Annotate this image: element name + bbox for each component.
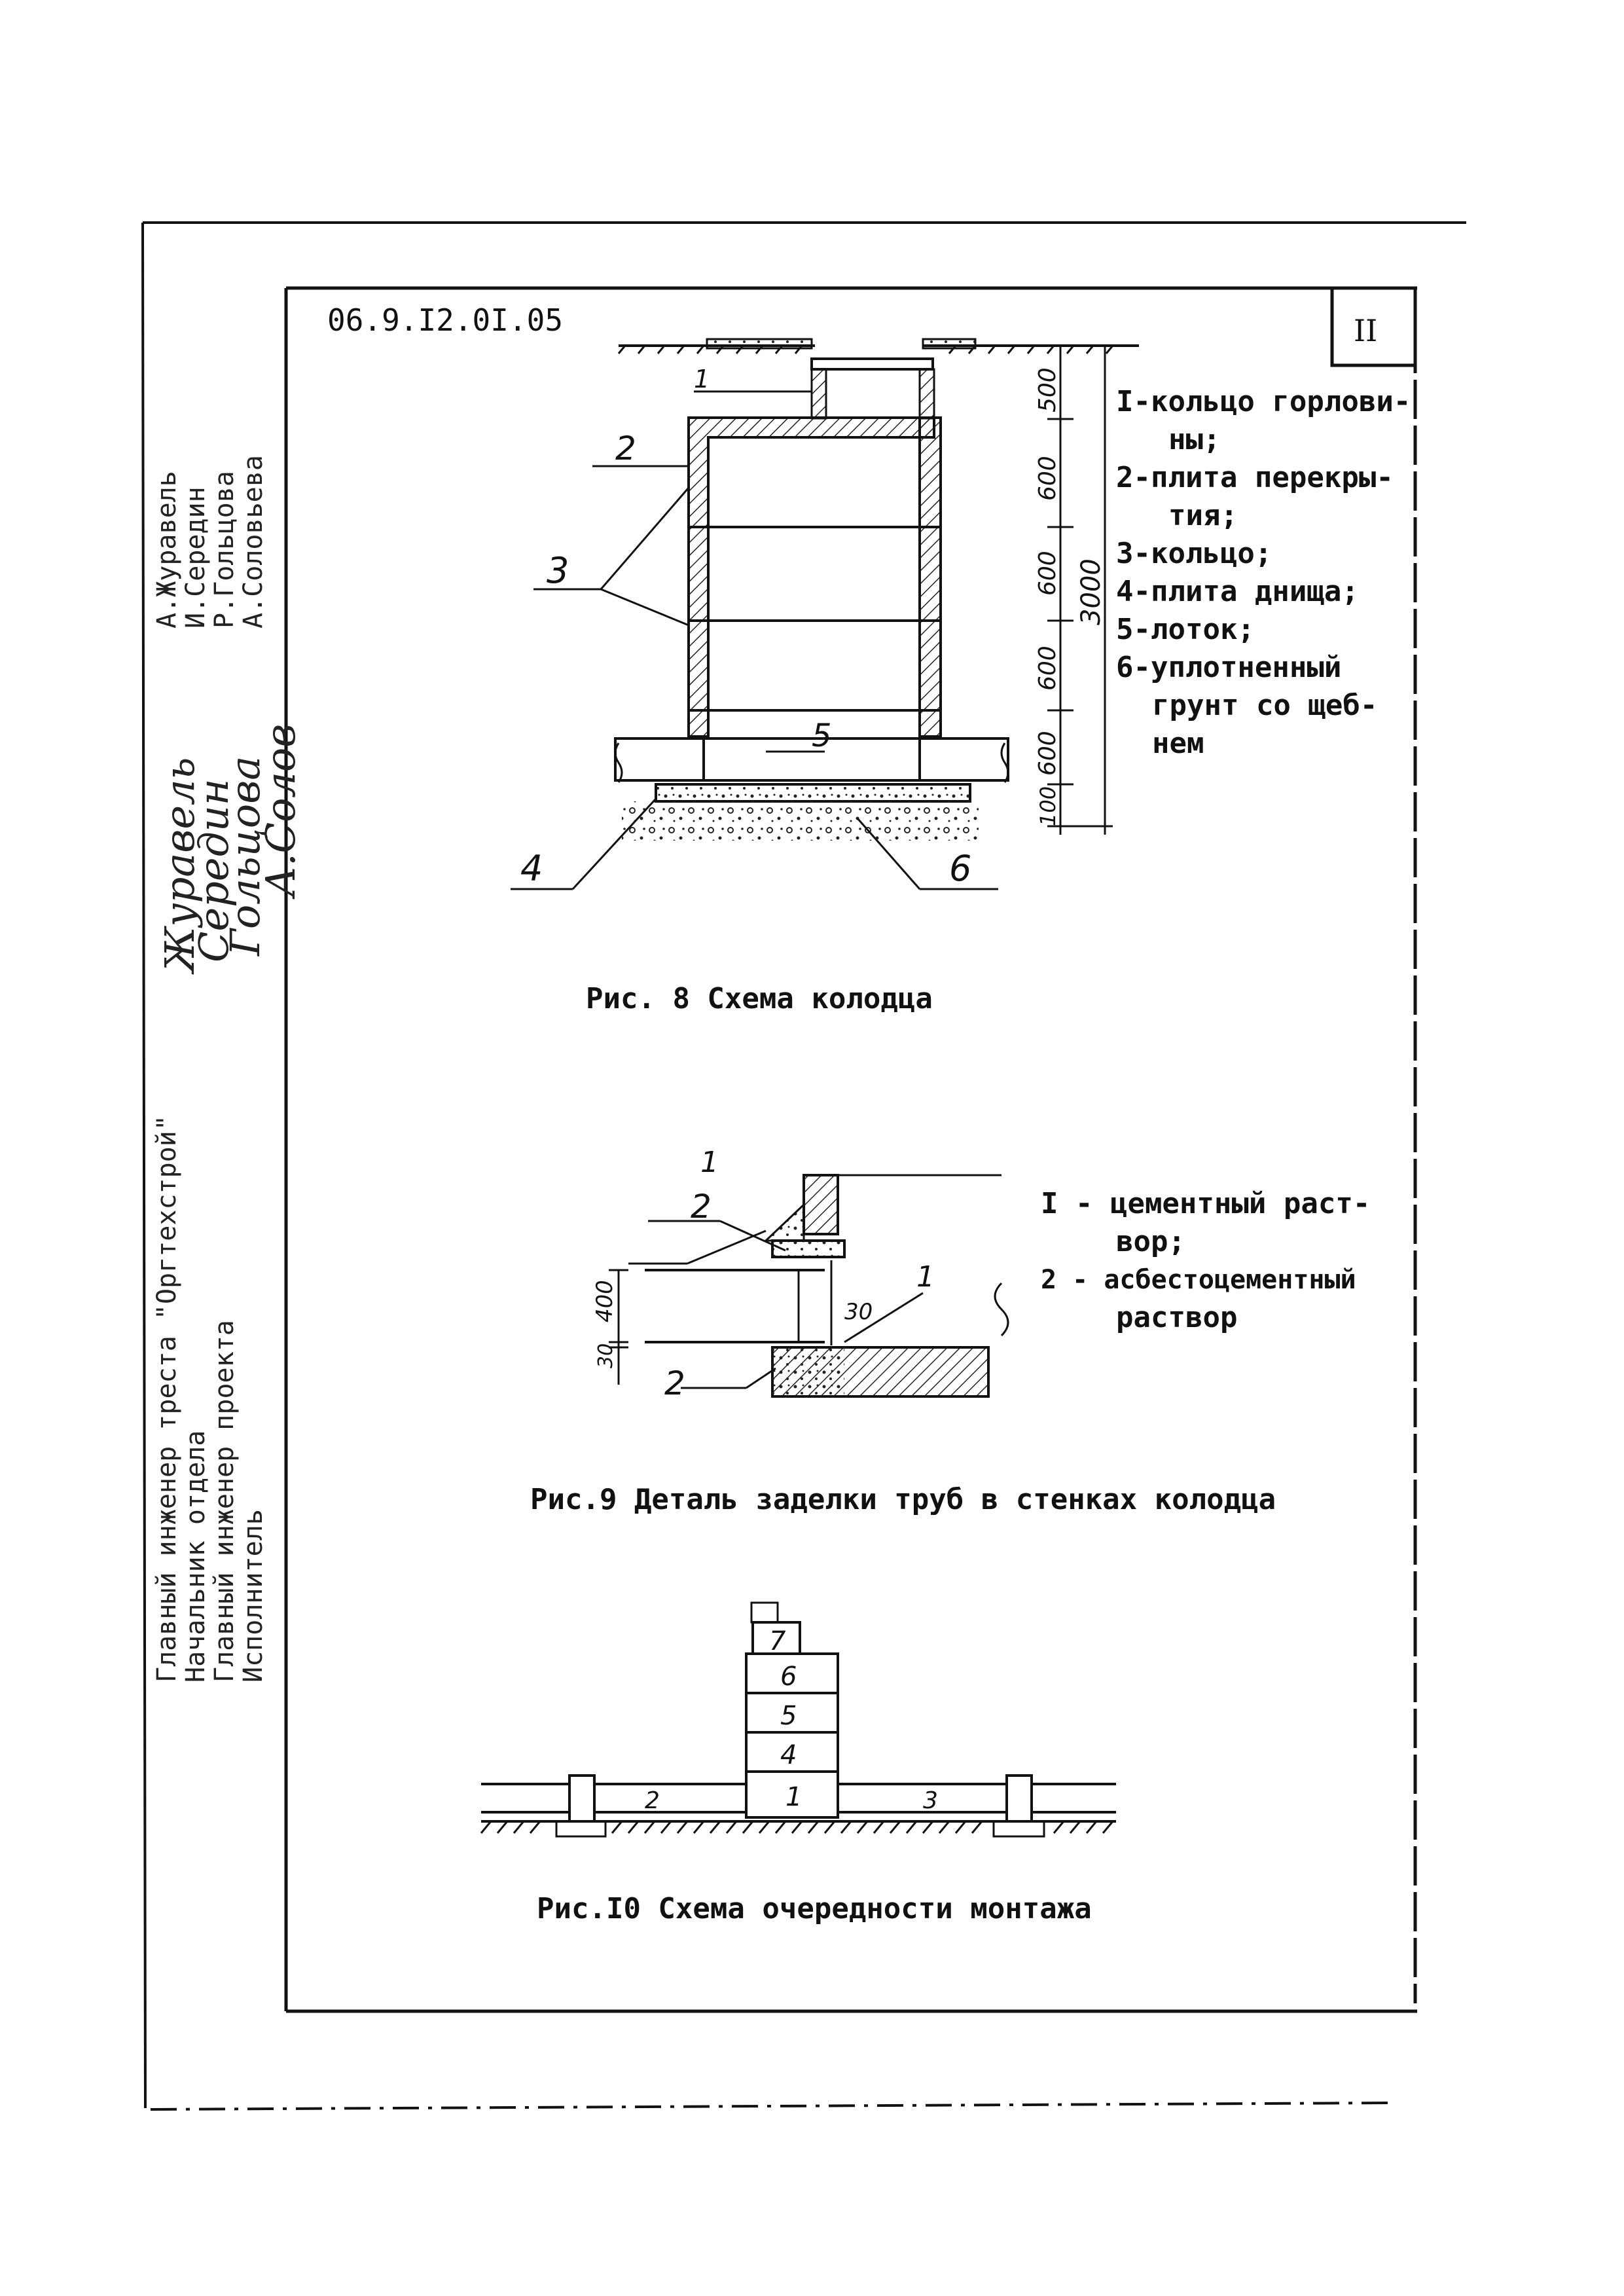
fig8-callout-4: 4 <box>520 848 543 889</box>
fig9-legend-line: вор; <box>1116 1225 1185 1258</box>
fig9-dim-30a: 30 <box>594 1343 617 1368</box>
fig8-legend-line: 4-плита днища; <box>1116 575 1359 608</box>
fig9-legend-line: раствор <box>1116 1301 1238 1334</box>
fig8-dim-100: 100 <box>1036 786 1060 826</box>
fig8-callout-5: 5 <box>812 718 832 754</box>
stamp-role: Главный инженер треста "Оргтехстрой" <box>152 1115 182 1683</box>
figure9-caption: Рис.9 Деталь заделки труб в стенках коло… <box>530 1483 1276 1516</box>
fig9-legend-line: I - цементный раст- <box>1041 1187 1371 1220</box>
stamp-name: И.Середин <box>181 486 211 629</box>
figure10-caption: Рис.I0 Схема очередности монтажа <box>537 1892 1092 1925</box>
fig8-legend-line: тия; <box>1168 499 1238 532</box>
fig8-dim-3000: 3000 <box>1076 558 1106 625</box>
fig8-legend-line: нем <box>1152 727 1204 760</box>
fig10-label-5: 5 <box>780 1701 797 1731</box>
fig8-dim-600b: 600 <box>1034 551 1061 596</box>
fig8-callout-3: 3 <box>547 550 569 591</box>
fig9-dim-400: 400 <box>592 1280 618 1322</box>
fig9-callout-2b: 2 <box>664 1364 685 1402</box>
fig9-legend-line: 2 - асбестоцементный <box>1041 1265 1356 1295</box>
stamp-name: А.Соловьева <box>238 455 268 629</box>
fig8-callout-6: 6 <box>949 848 971 889</box>
fig8-legend-line: 5-лоток; <box>1116 613 1255 646</box>
fig9-callout-1a: 1 <box>700 1146 719 1179</box>
fig9-callout-2a: 2 <box>691 1188 712 1226</box>
fig8-legend-line: 3-кольцо; <box>1116 537 1272 570</box>
stamp-role: Начальник отдела <box>181 1430 211 1683</box>
stamp-role: Исполнитель <box>238 1509 268 1683</box>
figure8-legend: I-кольцо горлови- ны; 2-плита перекры- т… <box>1116 383 1411 763</box>
stamp-name: А.Журавель <box>152 471 182 629</box>
figure-labels: 1 2 3 5 4 6 500 600 600 600 600 100 3000… <box>520 365 1106 1814</box>
fig10-label-6: 6 <box>780 1662 797 1692</box>
fig10-label-1: 1 <box>785 1782 802 1812</box>
document-code: 06.9.I2.0I.05 <box>327 302 564 338</box>
figure9-pipe-detail <box>609 1174 1009 1398</box>
fig8-dim-500: 500 <box>1034 367 1061 412</box>
fig8-dim-600d: 600 <box>1034 731 1061 776</box>
figure8-caption: Рис. 8 Схема колодца <box>586 982 933 1015</box>
inner-frame <box>284 286 1417 2013</box>
fig8-legend-line: 6-уплотненный <box>1116 651 1342 684</box>
fig10-label-7: 7 <box>769 1626 786 1656</box>
stamp-signature: А.Солов <box>257 723 304 897</box>
fig10-label-4: 4 <box>780 1740 797 1770</box>
outer-frame <box>141 221 1466 2111</box>
stamp-role: Главный инженер проекта <box>209 1320 240 1683</box>
fig8-legend-line: ны; <box>1168 423 1221 456</box>
figure9-legend: I - цементный раст- вор; 2 - асбестоцеме… <box>1041 1185 1370 1337</box>
fig9-dim-30b: 30 <box>844 1299 873 1325</box>
fig8-dim-600a: 600 <box>1034 456 1061 501</box>
fig10-label-3: 3 <box>923 1787 938 1814</box>
page-number-box <box>1330 286 1417 367</box>
fig8-dim-600c: 600 <box>1034 646 1061 691</box>
figure10-assembly-order <box>480 1601 1116 1838</box>
fig8-legend-line: 2-плита перекры- <box>1116 461 1394 494</box>
figure8-well-diagram <box>511 338 1139 890</box>
fig9-callout-1b: 1 <box>916 1260 935 1294</box>
fig8-legend-line: грунт со щеб- <box>1152 689 1378 722</box>
fig8-legend-line: I-кольцо горлови- <box>1116 385 1411 418</box>
stamp-name: Р.Гольцова <box>209 471 240 629</box>
fig10-label-2: 2 <box>645 1787 660 1814</box>
fig8-callout-2: 2 <box>615 429 636 467</box>
page-number: II <box>1354 313 1378 348</box>
fig8-callout-1: 1 <box>694 365 710 393</box>
